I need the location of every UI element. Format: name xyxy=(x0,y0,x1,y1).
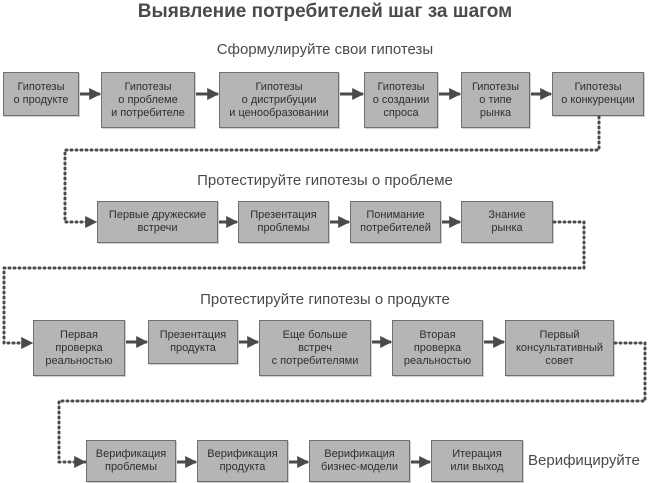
dotted-connector xyxy=(57,341,647,468)
step-first-reality-check: Первая проверка реальностью xyxy=(33,320,125,376)
step-product-hypotheses: Гипотезы о продукте xyxy=(3,72,79,116)
step-problem-presentation: Презентация проблемы xyxy=(238,201,329,243)
section-heading-problem-test: Протестируйте гипотезы о проблеме xyxy=(197,172,453,189)
dotted-connector xyxy=(2,220,586,349)
step-second-reality-check: Вторая проверка реальностью xyxy=(392,320,483,376)
step-market-knowledge: Знание рынка xyxy=(461,201,553,243)
step-market-type-hypotheses: Гипотезы о типе рынка xyxy=(461,72,530,128)
dotted-connector xyxy=(63,115,601,228)
step-first-friendly-meetings: Первые дружеские встречи xyxy=(97,201,218,243)
section-heading-hypotheses: Сформулируйте свои гипотезы xyxy=(216,41,434,58)
step-demand-creation-hypotheses: Гипотезы о создании спроса xyxy=(364,72,438,128)
step-problem-customer-hypotheses: Гипотезы о проблеме и потребителе xyxy=(101,72,195,128)
step-product-verification: Верификация продукта xyxy=(197,440,288,482)
diagram-title: Выявление потребителей шаг за шагом xyxy=(137,1,513,22)
step-customer-understanding: Понимание потребителей xyxy=(350,201,441,243)
step-iterate-or-exit: Итерация или выход xyxy=(431,440,523,482)
step-product-presentation: Презентация продукта xyxy=(148,320,238,364)
section-heading-verify: Верифицируйте xyxy=(528,452,640,469)
step-competition-hypotheses: Гипотезы о конкуренции xyxy=(552,72,644,116)
step-more-customer-meetings: Еще больше встреч с потребителями xyxy=(259,320,371,376)
step-business-model-verification: Верификация бизнес-модели xyxy=(309,440,410,482)
step-distribution-pricing-hypotheses: Гипотезы о дистрибуции и ценообразовании xyxy=(219,72,339,128)
step-first-advisory-board: Первый консультативный совет xyxy=(505,320,614,376)
section-heading-product-test: Протестируйте гипотезы о продукте xyxy=(200,291,450,308)
step-problem-verification: Верификация проблемы xyxy=(86,440,176,482)
